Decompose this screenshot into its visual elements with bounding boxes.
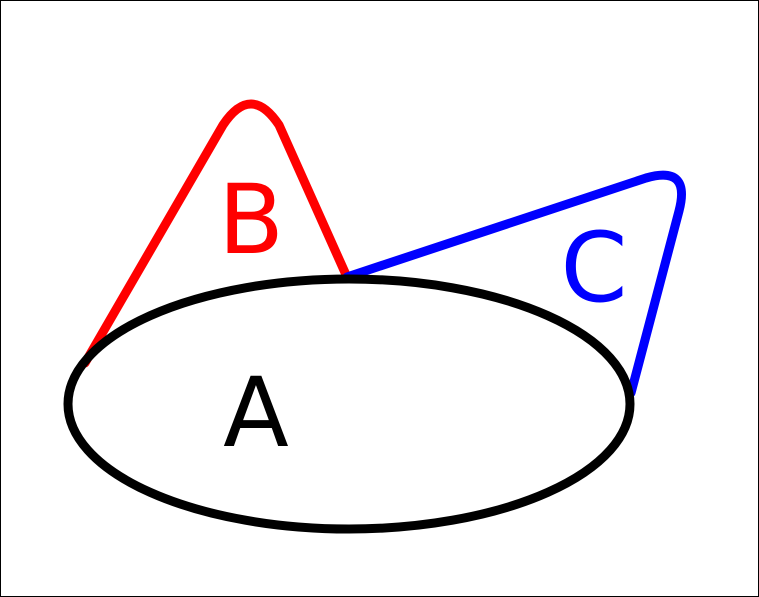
- set-a-shape: [63, 274, 635, 534]
- set-b-label: B: [218, 164, 284, 276]
- set-c-shape: [342, 170, 687, 398]
- set-b-shape: [80, 99, 352, 368]
- set-a-label: A: [223, 357, 289, 469]
- set-c-label: C: [560, 212, 627, 324]
